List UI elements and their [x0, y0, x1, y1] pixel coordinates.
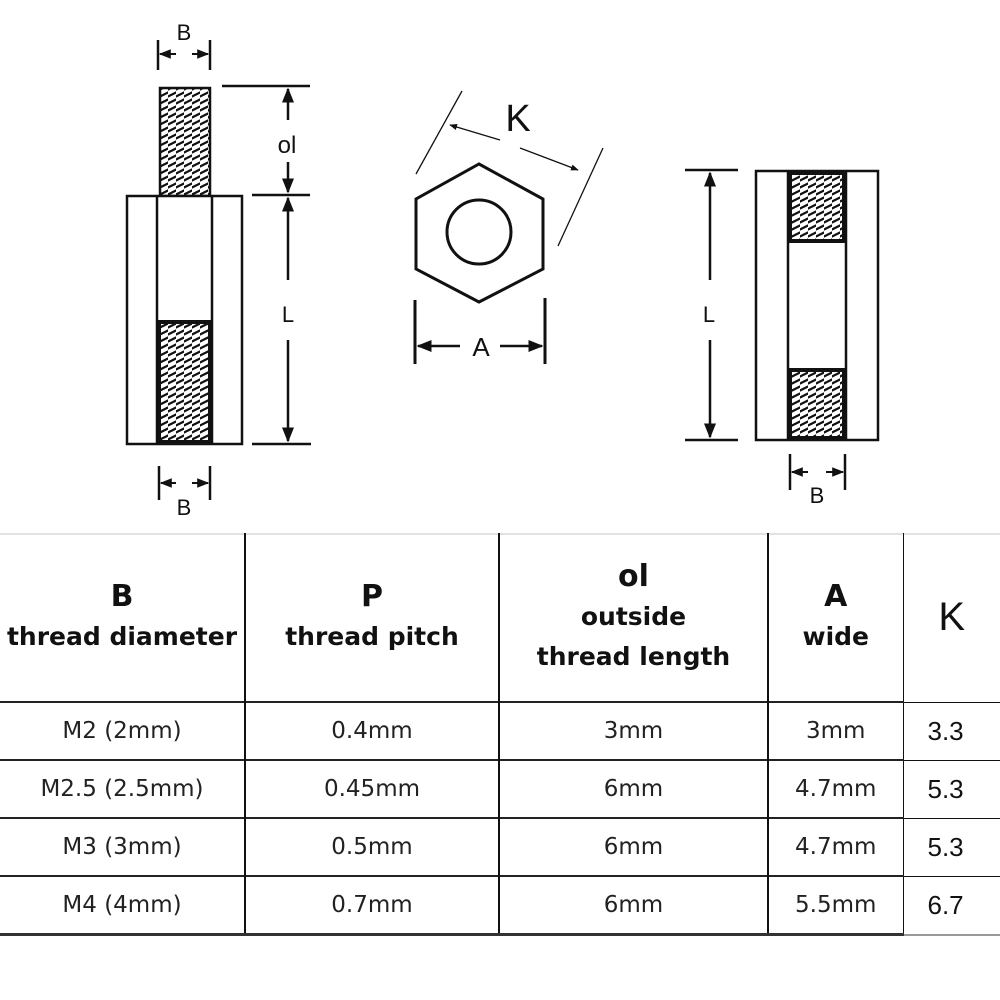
- label-b-right: B: [810, 483, 825, 508]
- cell-k: 3.3: [903, 701, 1000, 760]
- table-row: M3 (3mm) 0.5mm 6mm 4.7mm 5.3: [0, 817, 1000, 876]
- label-b-top: B: [177, 20, 192, 45]
- cell-k: 5.3: [903, 759, 1000, 818]
- male-female-standoff-drawing: B ol L B: [125, 20, 311, 520]
- cell-thread-diameter: M2.5 (2.5mm): [0, 759, 246, 818]
- technical-drawing: B ol L B: [125, 20, 880, 520]
- cell-k: 6.7: [903, 875, 1000, 936]
- cell-outside-thread-length: 6mm: [499, 875, 769, 936]
- cell-outside-thread-length: 6mm: [499, 759, 769, 818]
- cell-wide: 4.7mm: [768, 817, 904, 876]
- cell-thread-diameter: M2 (2mm): [0, 701, 246, 760]
- label-a: A: [472, 332, 490, 362]
- cell-thread-diameter: M4 (4mm): [0, 875, 246, 936]
- cell-thread-pitch: 0.7mm: [245, 875, 500, 936]
- cell-wide: 3mm: [768, 701, 904, 760]
- header-thread-diameter: B thread diameter: [0, 533, 246, 702]
- cell-thread-pitch: 0.5mm: [245, 817, 500, 876]
- label-l-right: L: [703, 302, 715, 327]
- label-l-left: L: [282, 302, 294, 327]
- hex-cross-section-drawing: K A: [413, 90, 604, 364]
- table-header-row: B thread diameter P thread pitch ol outs…: [0, 533, 1000, 702]
- cell-wide: 4.7mm: [768, 759, 904, 818]
- label-b-bottom: B: [177, 495, 192, 520]
- header-wide: A wide: [768, 533, 904, 702]
- label-k: K: [505, 98, 530, 140]
- cell-k: 5.3: [903, 817, 1000, 876]
- header-outside-thread-length: ol outside thread length: [499, 533, 769, 702]
- cell-thread-pitch: 0.4mm: [245, 701, 500, 760]
- cell-thread-diameter: M3 (3mm): [0, 817, 246, 876]
- table-row: M2.5 (2.5mm) 0.45mm 6mm 4.7mm 5.3: [0, 759, 1000, 818]
- specification-table: B thread diameter P thread pitch ol outs…: [0, 533, 1000, 936]
- cell-wide: 5.5mm: [768, 875, 904, 936]
- table-row: M4 (4mm) 0.7mm 6mm 5.5mm 6.7: [0, 875, 1000, 936]
- female-female-standoff-drawing: L B: [685, 168, 880, 508]
- label-ol: ol: [278, 132, 297, 159]
- cell-outside-thread-length: 6mm: [499, 817, 769, 876]
- cell-outside-thread-length: 3mm: [499, 701, 769, 760]
- header-thread-pitch: P thread pitch: [245, 533, 500, 702]
- header-k: K: [938, 594, 966, 639]
- cell-thread-pitch: 0.45mm: [245, 759, 500, 818]
- table-row: M2 (2mm) 0.4mm 3mm 3mm 3.3: [0, 701, 1000, 760]
